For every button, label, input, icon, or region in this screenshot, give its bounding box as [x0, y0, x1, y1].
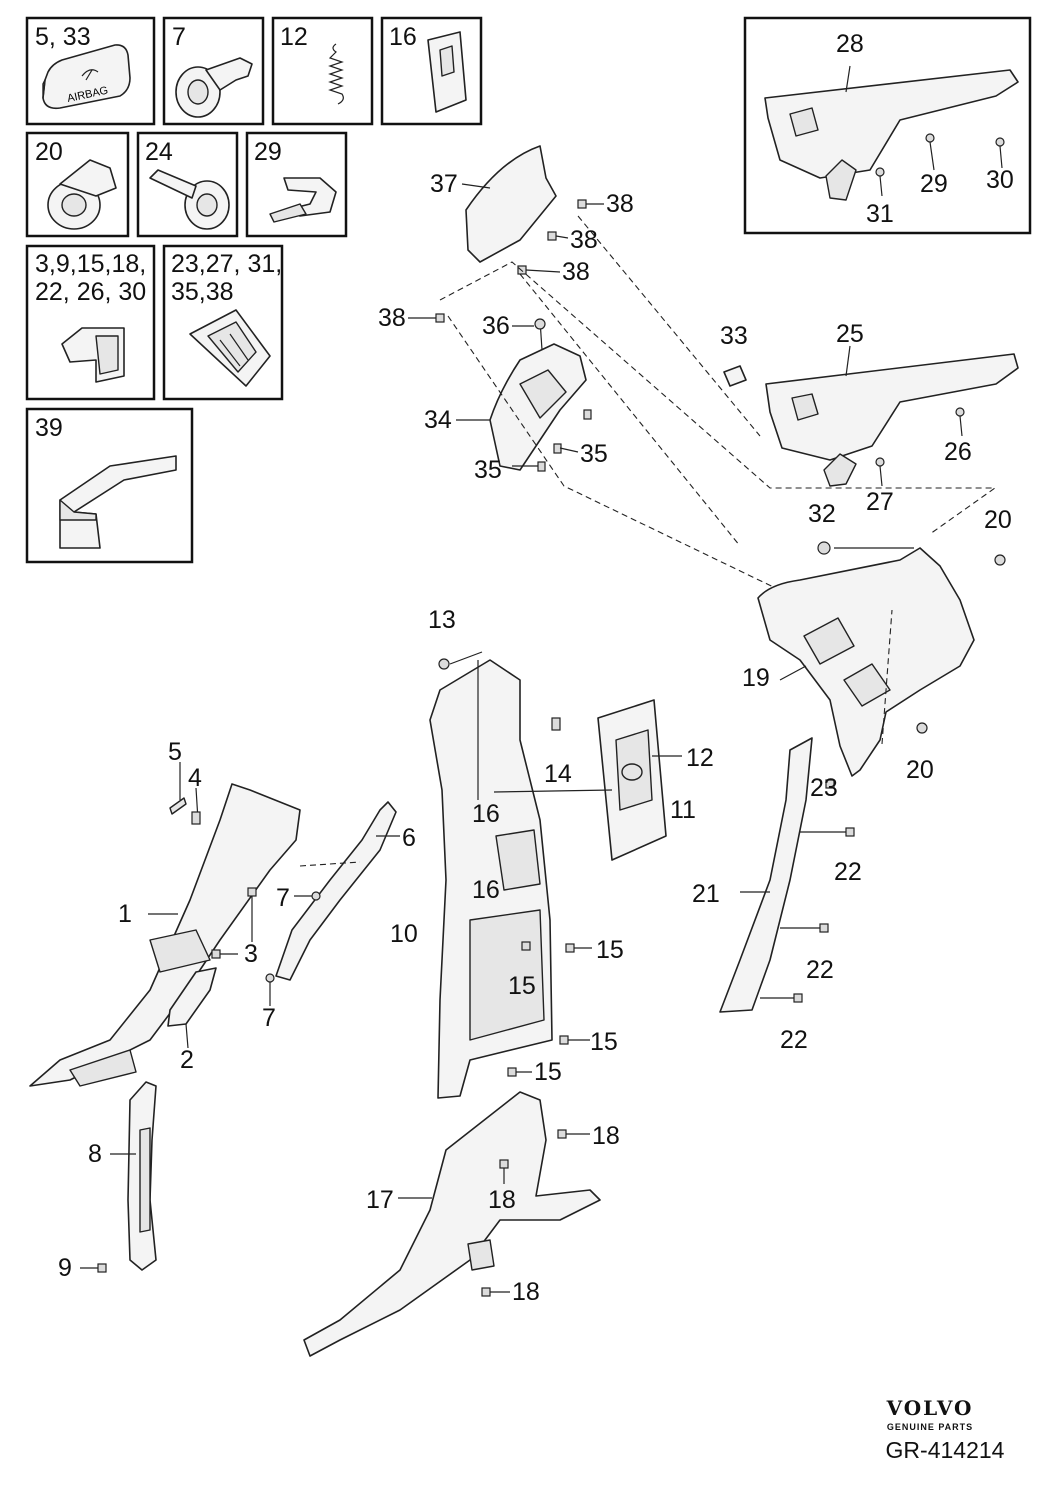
callout-3: 3 — [244, 940, 258, 968]
callout-17: 17 — [366, 1186, 394, 1214]
inset-24: 24 — [136, 131, 239, 238]
callout-15: 15 — [596, 936, 624, 964]
inset-12: 12 — [271, 16, 374, 126]
callout-7: 7 — [276, 884, 290, 912]
callout-22b: 22 — [806, 956, 834, 984]
callout-20: 20 — [984, 506, 1012, 534]
callout-22: 22 — [834, 858, 862, 886]
inset-label: 29 — [254, 138, 282, 166]
callout-38c: 38 — [562, 258, 590, 286]
inset-label: 35,38 — [171, 278, 234, 306]
part-25-upper-trim — [723, 345, 1019, 487]
inset-28-29-30-31 — [743, 16, 1032, 235]
inset-16: 16 — [380, 16, 483, 126]
inset-label: 5, 33 — [35, 23, 91, 51]
callout-35: 35 — [580, 440, 608, 468]
volvo-logo: VOLVO GENUINE PARTS — [830, 1396, 1030, 1432]
inset-label: 23,27, 31, — [171, 250, 282, 278]
callout-27: 27 — [866, 488, 894, 516]
callout-4: 4 — [188, 764, 202, 792]
callout-6: 6 — [402, 824, 416, 852]
part-10-b-pillar-trim — [429, 651, 553, 1099]
callout-18: 18 — [592, 1122, 620, 1150]
brand-subtitle: GENUINE PARTS — [886, 1422, 974, 1432]
callout-14: 14 — [544, 760, 572, 788]
callout-19: 19 — [742, 664, 770, 692]
part-19-c-pillar-trim — [757, 541, 1006, 777]
callout-15b: 15 — [508, 972, 536, 1000]
callout-2: 2 — [180, 1046, 194, 1074]
callout-13: 13 — [428, 606, 456, 634]
inset-39: 39 — [25, 407, 194, 564]
inset-5-33: 5, 33 AIRBAG — [25, 16, 156, 126]
callout-33: 33 — [720, 322, 748, 350]
callout-12: 12 — [686, 744, 714, 772]
callout-16: 16 — [472, 800, 500, 828]
part-34-bracket-trim — [456, 318, 592, 472]
callout-32: 32 — [808, 500, 836, 528]
callout-5: 5 — [168, 738, 182, 766]
callout-35b: 35 — [474, 456, 502, 484]
inset-label: 3,9,15,18, — [35, 250, 146, 278]
inset-label: 39 — [35, 414, 63, 442]
callout-29: 29 — [920, 170, 948, 198]
callout-16b: 16 — [472, 876, 500, 904]
callout-15d: 15 — [534, 1058, 562, 1086]
callout-37: 37 — [430, 170, 458, 198]
callout-11: 11 — [670, 796, 696, 824]
callout-38: 38 — [606, 190, 634, 218]
callout-28: 28 — [836, 30, 864, 58]
callout-10: 10 — [390, 920, 418, 948]
callout-31: 31 — [866, 200, 894, 228]
callout-18b: 18 — [488, 1186, 516, 1214]
clips-15 — [507, 941, 592, 1077]
inset-label: 12 — [280, 23, 308, 51]
part-4-5-airbag-cover — [169, 762, 257, 959]
inset-29: 29 — [245, 131, 348, 238]
part-8-lower-a-pillar — [80, 1081, 157, 1273]
inset-label: 22, 26, 30 — [35, 278, 146, 306]
part-1-a-pillar-trim — [29, 783, 301, 1087]
inset-7: 7 — [162, 16, 265, 126]
inset-clip-group-b: 23,27, 31, 35,38 — [162, 244, 284, 401]
inset-label: 7 — [172, 23, 186, 51]
inset-clip-group-a: 3,9,15,18, 22, 26, 30 — [25, 244, 156, 401]
part-17-lower-trim — [303, 1091, 601, 1357]
callout-7b: 7 — [262, 1004, 276, 1032]
callout-30: 30 — [986, 166, 1014, 194]
callout-26: 26 — [944, 438, 972, 466]
part-37-trim-cover — [408, 145, 604, 323]
callout-9: 9 — [58, 1254, 72, 1282]
callout-22c: 22 — [780, 1026, 808, 1054]
part-21-trim-strip — [719, 737, 855, 1013]
inset-label: 24 — [145, 138, 173, 166]
callout-34: 34 — [424, 406, 452, 434]
callout-25: 25 — [836, 320, 864, 348]
inset-label: 16 — [389, 23, 417, 51]
inset-20: 20 — [25, 131, 130, 238]
callout-15c: 15 — [590, 1028, 618, 1056]
part-6-a-pillar-bracket — [265, 801, 400, 1006]
diagram-reference: GR-414214 — [885, 1437, 1005, 1463]
callout-21: 21 — [692, 880, 720, 908]
inset-label: 20 — [35, 138, 63, 166]
callout-38b: 38 — [570, 226, 598, 254]
callout-23: 23 — [810, 774, 838, 802]
callout-18c: 18 — [512, 1278, 540, 1306]
callout-20b: 20 — [906, 756, 934, 784]
callout-8: 8 — [88, 1140, 102, 1168]
part-2-small-trim — [167, 967, 217, 1049]
callout-1: 1 — [118, 900, 132, 928]
part-11-b-pillar-panel — [493, 699, 682, 861]
callout-36: 36 — [482, 312, 510, 340]
brand-name: VOLVO — [886, 1396, 974, 1420]
callout-38d: 38 — [378, 304, 406, 332]
